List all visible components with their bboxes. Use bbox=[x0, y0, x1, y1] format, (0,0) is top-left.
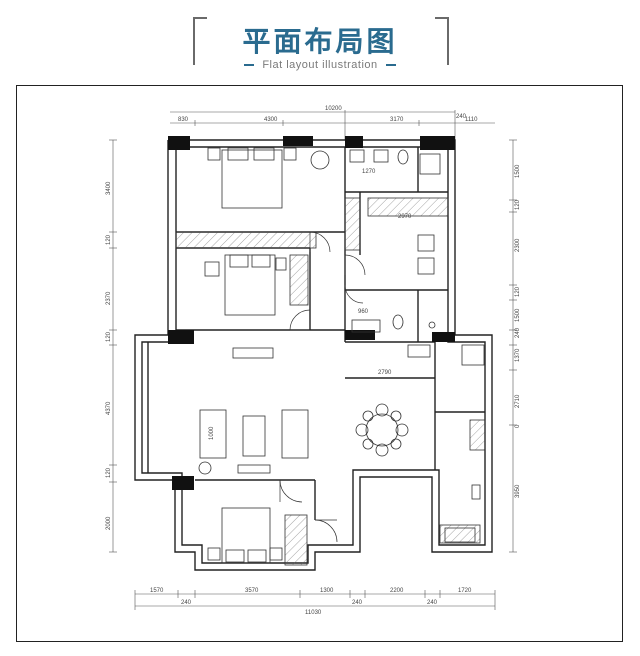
dim-bottom-total: 11030 bbox=[305, 610, 322, 616]
subtitle-right-rule bbox=[385, 64, 396, 66]
dim-inner-5: 1000 bbox=[209, 426, 215, 440]
dim-inner-4: 2790 bbox=[378, 370, 392, 376]
furniture bbox=[198, 147, 485, 564]
dim-right-2: 120 bbox=[515, 199, 521, 210]
subtitle-row: Flat layout illustration bbox=[0, 58, 640, 72]
subtitle-left-rule bbox=[244, 64, 255, 66]
dim-right-5: 1500 bbox=[515, 308, 521, 322]
structural-columns bbox=[168, 136, 455, 490]
dim-bottom-7: 240 bbox=[427, 600, 438, 606]
dim-right-4: 120 bbox=[515, 286, 521, 297]
dim-left-4: 120 bbox=[106, 331, 112, 342]
floor-plan-frame bbox=[16, 85, 623, 642]
dim-bottom-3: 3570 bbox=[245, 588, 259, 594]
dim-top-total: 10200 bbox=[325, 106, 342, 112]
dim-right-3: 2300 bbox=[515, 238, 521, 252]
dim-left-3: 2370 bbox=[106, 291, 112, 305]
doors bbox=[279, 231, 366, 543]
dim-inner-1: 1270 bbox=[362, 169, 376, 175]
dim-right-9: 0 bbox=[515, 424, 521, 428]
dim-top-4: 240 bbox=[456, 114, 467, 120]
title-frame-right-bracket bbox=[435, 17, 449, 65]
dim-right-1: 1500 bbox=[515, 164, 521, 178]
dim-top-2: 4300 bbox=[264, 117, 278, 123]
dim-right-10: 3950 bbox=[515, 484, 521, 498]
dim-bottom-5: 240 bbox=[352, 600, 363, 606]
dim-inner-3: 960 bbox=[358, 309, 369, 315]
dim-top-5: 1110 bbox=[465, 117, 478, 123]
dim-left-5: 4370 bbox=[106, 401, 112, 415]
page-title: 平面布局图 bbox=[242, 25, 398, 58]
dim-bottom-1: 1570 bbox=[150, 588, 164, 594]
dim-left-1: 3400 bbox=[106, 181, 112, 195]
dimension-labels: 10200 830 4300 3170 240 1110 1570 240 35… bbox=[106, 106, 521, 616]
dim-bottom-6: 2200 bbox=[390, 588, 404, 594]
dim-bottom-4: 1300 bbox=[320, 588, 334, 594]
title-frame-left-bracket bbox=[193, 17, 207, 65]
dim-top-1: 830 bbox=[178, 117, 189, 123]
dim-top-3: 3170 bbox=[390, 117, 404, 123]
page-subtitle: Flat layout illustration bbox=[262, 59, 378, 71]
dim-right-6: 240 bbox=[515, 327, 521, 338]
dim-bottom-2: 240 bbox=[181, 600, 192, 606]
dim-bottom-8: 1720 bbox=[458, 588, 472, 594]
dimension-lines bbox=[109, 110, 517, 610]
title-frame bbox=[193, 17, 449, 65]
wardrobes bbox=[175, 197, 486, 566]
dim-right-8: 2710 bbox=[515, 394, 521, 408]
dim-left-6: 120 bbox=[106, 467, 112, 478]
dim-left-2: 120 bbox=[106, 234, 112, 245]
page-header: 平面布局图 Flat layout illustration bbox=[0, 0, 640, 80]
dim-inner-2: 2970 bbox=[398, 214, 412, 220]
dim-left-7: 2000 bbox=[106, 516, 112, 530]
dim-right-7: 1370 bbox=[515, 348, 521, 362]
